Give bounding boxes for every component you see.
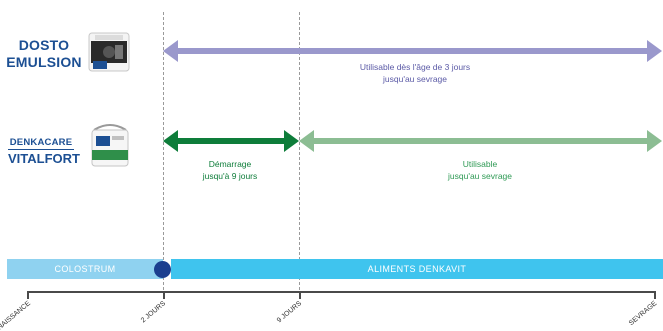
vitalfort-start-line2: jusqu'à 9 jours bbox=[202, 171, 258, 181]
transition-marker-dot bbox=[154, 261, 171, 278]
colostrum-label: COLOSTRUM bbox=[54, 264, 116, 274]
reference-line-9-jours bbox=[299, 12, 300, 295]
timeline-tick-naissance bbox=[27, 292, 29, 299]
vitalfort-use-line1: Utilisable bbox=[462, 159, 498, 169]
vitalfort-start-text: Démarrage jusqu'à 9 jours bbox=[180, 158, 280, 182]
timeline-tick-9-jours bbox=[299, 292, 301, 299]
dosto-usage-text: Utilisable dès l'âge de 3 jours jusqu'au… bbox=[330, 61, 500, 85]
dosto-usage-line2: jusqu'au sevrage bbox=[383, 74, 447, 84]
dosto-emulsion-product-image bbox=[88, 32, 130, 72]
product-name-denkacare-vitalfort: DENKACARE VITALFORT bbox=[8, 137, 80, 167]
product-name-line1: DENKACARE bbox=[8, 137, 74, 150]
denkacare-vitalfort-product-image bbox=[91, 124, 129, 167]
colostrum-bar: COLOSTRUM bbox=[7, 259, 163, 279]
aliments-denkavit-label: ALIMENTS DENKAVIT bbox=[367, 264, 467, 274]
dosto-usage-arrow bbox=[163, 40, 662, 62]
product-name-dosto-emulsion: DOSTO EMULSION bbox=[4, 37, 84, 71]
product-name-line1: DOSTO bbox=[18, 37, 70, 53]
dosto-usage-line1: Utilisable dès l'âge de 3 jours bbox=[359, 62, 471, 72]
vitalfort-start-arrow bbox=[163, 130, 299, 152]
product-name-line2: VITALFORT bbox=[8, 151, 80, 166]
timeline-axis bbox=[27, 291, 656, 293]
reference-line-2-jours bbox=[163, 12, 164, 295]
timeline-tick-2-jours bbox=[163, 292, 165, 299]
timeline-tick-sevrage bbox=[654, 292, 656, 299]
aliments-denkavit-bar: ALIMENTS DENKAVIT bbox=[171, 259, 663, 279]
product-name-line2: EMULSION bbox=[6, 54, 82, 70]
vitalfort-use-text: Utilisable jusqu'au sevrage bbox=[420, 158, 540, 182]
vitalfort-use-arrow bbox=[299, 130, 662, 152]
vitalfort-start-line1: Démarrage bbox=[208, 159, 252, 169]
vitalfort-use-line2: jusqu'au sevrage bbox=[448, 171, 512, 181]
